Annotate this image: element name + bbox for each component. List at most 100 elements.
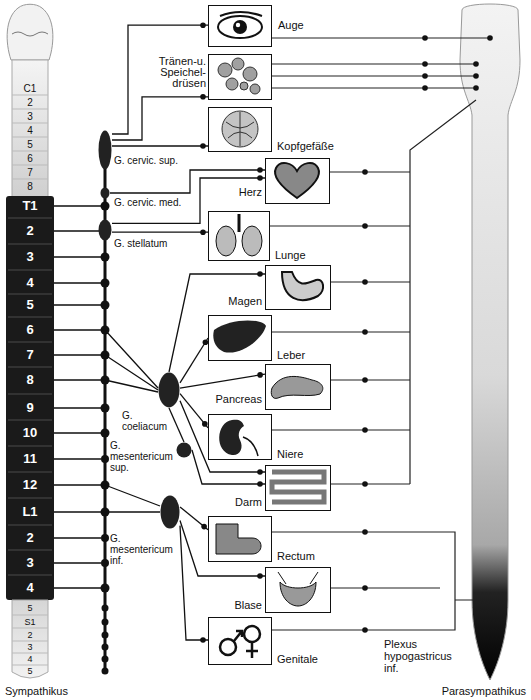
connector-dot [200,22,206,28]
label-box: Genitale [277,653,318,665]
connector-dot [200,229,206,235]
organ-icons [232,58,244,70]
connector-dot [201,524,207,530]
text-label: Plexus hypogastricus inf. [384,638,456,674]
spinal-column [6,196,54,600]
text-label-text: 6 [27,153,33,164]
text-label-text: 3 [26,555,33,570]
organ-label: Lunge [275,249,306,261]
spinal-column [12,32,48,36]
organ-box: Genitale [208,617,272,665]
segment-number: 5 [8,603,52,613]
text-label-text: 3 [26,249,33,264]
sympathetic-chain [102,605,109,612]
ganglion: G. mesentericum inf. [160,495,180,529]
segment-number: 4 [8,125,52,136]
sympathetic-chain [54,135,160,675]
segment-number: 3 [8,250,52,264]
ganglion-shape [98,219,112,241]
parasympathetic-wires [362,529,368,535]
text-label-text: 2 [27,97,33,108]
text-label-text: 3 [27,642,32,652]
connector [180,374,265,388]
ganglion: G. stellatum [98,219,112,241]
segment-number: 5 [8,139,52,150]
organ-label: Niere [277,448,303,460]
organ-icons [213,320,266,352]
ganglion: G. cervic. sup. [98,130,112,170]
sympathetic-chain [101,559,109,567]
text-label-text: S1 [24,617,35,627]
segment-number: 2 [8,97,52,108]
segment-number: 6 [8,153,52,164]
ganglion-shape [160,495,180,529]
segment-number: L1 [8,505,52,519]
ganglion-label: G. cervic. med. [114,197,181,208]
organ-icons [282,272,323,300]
ganglion-shape [176,442,192,458]
organ-icons [275,163,319,198]
text-label: Sympathikus [5,685,68,697]
spinal-column [12,95,48,179]
label-box: G. mesentericum sup. [110,440,176,473]
organ-label: Auge [278,19,304,31]
spinal-column [12,60,48,197]
organ-label: Kopfgefäße [277,140,334,152]
organ-icons [218,58,260,94]
text-label-text: 3 [27,111,33,122]
organ-box: Leber [208,315,272,361]
text-label-text: Sympathikus [5,685,68,697]
spinal-column [8,218,52,575]
text-label-text: 9 [26,400,33,415]
ganglion-shape [98,130,112,170]
organ-box: Magen [265,265,331,310]
text-label-text: L1 [22,504,37,519]
segment-number: S1 [8,617,52,627]
parasympathetic-wires [473,61,479,67]
organ-box: Tränen-u. Speichel- drüsen [208,54,272,100]
organ-icons [236,23,240,27]
connector [192,450,265,484]
organ-label: Tränen-u. Speichel- drüsen [159,55,206,89]
organ-box: Herz [265,158,330,204]
ganglion: G. coeliacum [158,372,180,408]
sympathetic-chain [102,656,109,663]
ganglion-fill [101,188,110,199]
segment-number: 12 [8,478,52,492]
parasympathetic-wires [270,35,493,633]
organ-box: Darm [265,465,331,511]
connector-dot [257,167,263,173]
segment-number: T1 [8,199,52,213]
sympathetic-chain [101,279,110,288]
ganglion-fill [99,131,112,170]
segment-number: 6 [8,323,52,337]
parasympathetic-wires [362,223,368,229]
sympathetic-chain [101,429,110,438]
organ-box: Niere [208,414,272,460]
ganglion-shape [100,187,110,199]
text-label-text: 12 [23,477,37,492]
organ-icons [218,16,262,38]
segment-number: 5 [8,298,52,312]
organ-icons [238,214,241,232]
organ-icons [280,582,316,606]
text-label-text: 2 [26,223,33,238]
connector [180,526,208,640]
segment-number: 8 [8,373,52,387]
organ-label: Darm [235,496,262,508]
connector [180,401,265,472]
ganglion-label: G. mesentericum sup. [110,440,173,473]
sympathetic-chain [101,455,109,463]
organ-label: Magen [228,295,262,307]
connector [112,178,265,223]
parasympathetic-wires [362,35,493,633]
ganglion-fill [161,496,180,529]
label-box: Leber [277,349,305,361]
segment-number: 8 [8,181,52,192]
ganglion-fill [99,220,112,241]
connector-dot [202,421,208,427]
connector [112,145,208,146]
organ-label: Pancreas [216,393,262,405]
label-box: Darm [206,496,262,508]
